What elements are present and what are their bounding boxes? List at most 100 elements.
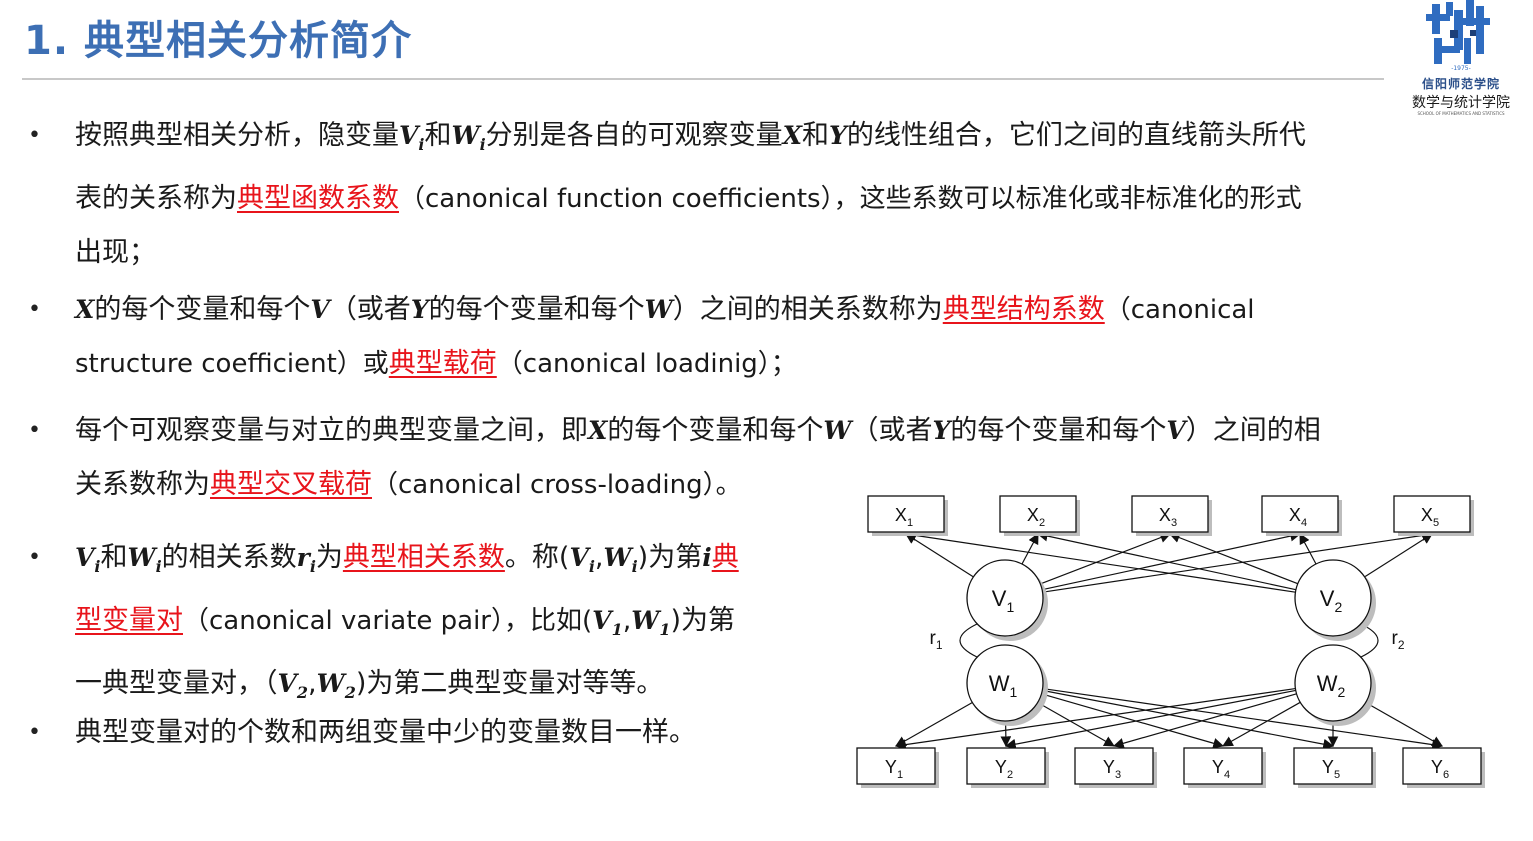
y3-label: Y3 <box>1103 757 1121 781</box>
text: （canonical loadinig）； <box>496 349 797 379</box>
text: 按照典型相关分析，隐变量 <box>75 120 399 151</box>
x4-box <box>1261 495 1339 533</box>
paragraph-2: X的每个变量和每个V（或者Y的每个变量和每个W）之间的相关系数称为典型结构系数（… <box>75 283 1255 391</box>
text: 表的关系称为 <box>75 183 237 214</box>
v1-circle <box>966 559 1044 637</box>
text: , <box>622 605 632 636</box>
x1-label: X1 <box>895 505 913 529</box>
var-v: Vi <box>75 543 101 576</box>
y1-label: Y1 <box>885 757 903 781</box>
paragraph-4-line-2: 型变量对（canonical variate pair），比如(V1,W1)为第 <box>75 594 739 657</box>
text: )为第二典型变量对等等。 <box>355 668 664 699</box>
y6-label: Y6 <box>1431 757 1449 781</box>
text: 关系数称为 <box>75 469 210 500</box>
diagram-edges <box>894 530 1444 750</box>
edge-w2-y4 <box>1222 701 1301 747</box>
paragraph-2-line-1: X的每个变量和每个V（或者Y的每个变量和每个W）之间的相关系数称为典型结构系数（… <box>75 283 1255 337</box>
logo-year: -1975- <box>1451 65 1471 72</box>
edge-v2-x2 <box>1036 530 1297 591</box>
text: )为第 <box>670 605 736 636</box>
r2-label: r2 <box>1391 628 1404 652</box>
v2-label: V2 <box>1320 586 1343 615</box>
paragraph-3: 每个可观察变量与对立的典型变量之间，即X的每个变量和每个W（或者Y的每个变量和每… <box>75 404 1321 512</box>
text: ）之间的相关系数称为 <box>672 294 943 325</box>
text: （或者 <box>851 415 933 446</box>
paragraph-3-line-2: 关系数称为典型交叉载荷（canonical cross-loading）。 <box>75 458 1321 512</box>
v1-label: V1 <box>992 586 1015 615</box>
edge-w1-y5 <box>1042 689 1335 750</box>
var-w: W2 <box>316 669 356 702</box>
bullet-4: • <box>28 545 41 570</box>
var-w: W <box>823 416 852 445</box>
edge-w1-y1 <box>895 701 973 747</box>
var-x: X <box>782 121 803 150</box>
var-v: V <box>1166 416 1186 445</box>
y4-box <box>1183 747 1263 785</box>
w2-label: W2 <box>1317 671 1346 700</box>
text: 为 <box>315 542 343 573</box>
text: （canonical cross-loading）。 <box>372 470 742 500</box>
paragraph-1-line-1: 按照典型相关分析，隐变量Vi和Wi分别是各自的可观察变量X和Y的线性组合，它们之… <box>75 109 1306 172</box>
bullet-2: • <box>28 297 41 322</box>
edge-v1-x1 <box>905 533 974 578</box>
text: 和 <box>424 120 452 151</box>
var-i: i <box>702 543 712 572</box>
x5-box <box>1393 495 1471 533</box>
term-canonical-variate-pair: 典 <box>711 542 739 573</box>
text: （canonical variate pair），比如( <box>183 606 593 636</box>
paragraph-5-line-1: 典型变量对的个数和两组变量中少的变量数目一样。 <box>75 717 696 748</box>
edge-w2-y2 <box>1004 689 1296 750</box>
var-y: Y <box>932 416 951 445</box>
edge-v2-x5 <box>1364 533 1433 578</box>
term-canonical-function-coefficients: 典型函数系数 <box>237 183 399 214</box>
edge-w2-y6 <box>1365 701 1443 747</box>
y5-box <box>1293 747 1373 785</box>
var-w: Wi <box>127 543 162 576</box>
r1-label: r1 <box>929 628 942 652</box>
paragraph-4: Vi和Wi的相关系数ri为典型相关系数。称(Vi,Wi)为第i典 型变量对（ca… <box>75 531 739 720</box>
var-v: Vi <box>399 121 425 154</box>
var-x: X <box>588 416 608 445</box>
text: , <box>594 542 604 573</box>
paragraph-3-line-1: 每个可观察变量与对立的典型变量之间，即X的每个变量和每个W（或者Y的每个变量和每… <box>75 404 1321 458</box>
edge-w1-y3 <box>1037 701 1115 747</box>
x2-label: X2 <box>1027 505 1045 529</box>
text: （canonical <box>1104 295 1255 325</box>
term-canonical-cross-loading: 典型交叉载荷 <box>210 469 372 500</box>
school-emblem-icon: -1975- <box>1426 0 1490 72</box>
edge-w2-y3 <box>1112 693 1297 749</box>
term-canonical-variate-pair: 型变量对 <box>75 605 183 636</box>
var-w: Wi <box>603 543 638 576</box>
var-x: X <box>75 295 95 324</box>
bullet-3: • <box>28 418 41 443</box>
term-canonical-correlation-coefficient: 典型相关系数 <box>342 542 505 573</box>
y4-label: Y4 <box>1212 757 1230 781</box>
edge-v1-x2 <box>1021 533 1039 565</box>
text: )为第 <box>637 542 703 573</box>
text: 的线性组合，它们之间的直线箭头所代 <box>846 120 1306 151</box>
x3-label: X3 <box>1159 505 1177 529</box>
text: 的每个变量和每个 <box>607 415 824 446</box>
title-divider <box>22 78 1384 80</box>
text: 。称( <box>504 542 570 573</box>
x1-box <box>867 495 945 533</box>
var-v: V2 <box>277 669 309 702</box>
text: 分别是各自的可观察变量 <box>485 120 783 151</box>
text: 和 <box>802 120 830 151</box>
paragraph-1: 按照典型相关分析，隐变量Vi和Wi分别是各自的可观察变量X和Y的线性组合，它们之… <box>75 109 1306 280</box>
var-v: Vi <box>569 543 595 576</box>
y2-box <box>966 747 1046 785</box>
y5-label: Y5 <box>1322 757 1340 781</box>
x3-box <box>1131 495 1209 533</box>
text: 和 <box>100 542 128 573</box>
text: 的每个变量和每个 <box>428 294 645 325</box>
y1-box <box>856 747 936 785</box>
text: 每个可观察变量与对立的典型变量之间，即 <box>75 415 588 446</box>
text: ）之间的相 <box>1185 415 1321 446</box>
page-title: 1. 典型相关分析简介 <box>24 18 412 64</box>
x2-box <box>999 495 1077 533</box>
paragraph-2-line-2: structure coefficient）或典型载荷（canonical lo… <box>75 337 1255 391</box>
